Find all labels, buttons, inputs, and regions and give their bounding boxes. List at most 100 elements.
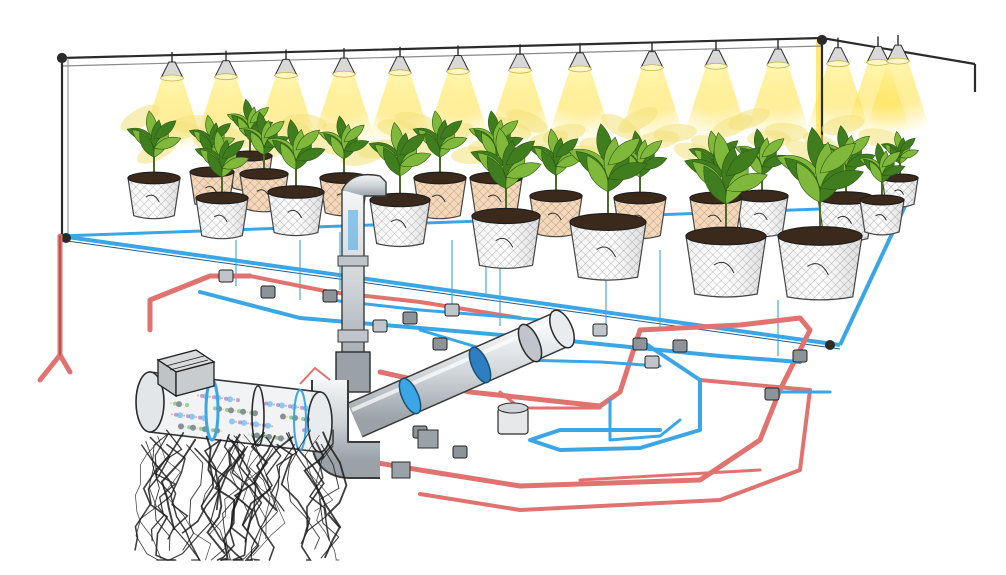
solution-particle: [222, 408, 224, 411]
inline-valve: [218, 269, 234, 283]
solution-particle: [248, 433, 250, 436]
solution-particle: [190, 424, 196, 431]
visible-root: [707, 214, 722, 223]
leaf: [139, 131, 155, 158]
leaf: [295, 147, 326, 162]
pot-mesh: [686, 236, 766, 297]
root-strand: [322, 431, 348, 559]
root-strand: [215, 448, 247, 511]
visible-root: [547, 212, 562, 221]
solution-particle: [173, 401, 177, 406]
leaf: [725, 147, 761, 177]
solution-particle: [187, 425, 191, 430]
inline-valve: [402, 311, 418, 325]
solution-particle: [252, 410, 258, 417]
light-column: [816, 40, 822, 190]
background-foliage: [858, 128, 902, 148]
solution-particle: [240, 408, 246, 415]
inline-valve: [632, 337, 648, 351]
root-strand: [242, 436, 282, 526]
solution-particle: [170, 402, 172, 405]
solution-particle: [241, 419, 247, 426]
visible-root: [205, 186, 217, 193]
visible-root: [495, 237, 514, 248]
light-beam: [546, 68, 614, 143]
solution-particle: [236, 398, 240, 403]
solution-particle: [227, 396, 233, 403]
solution-particle: [273, 403, 275, 406]
root-strand: [140, 444, 189, 540]
background-foliage: [764, 122, 808, 142]
net-pot: [127, 171, 181, 220]
solution-particle: [285, 404, 287, 407]
solution-particle: [178, 423, 184, 430]
leaf: [639, 156, 668, 170]
root-strand: [296, 447, 325, 561]
pot-mesh: [370, 200, 430, 247]
solution-particle: [253, 421, 259, 428]
visible-root: [596, 246, 617, 258]
lamp-bulb: [766, 61, 790, 69]
solution-particle: [211, 428, 215, 433]
leaf: [439, 136, 468, 150]
leaf: [819, 142, 856, 174]
solution-particle: [224, 396, 228, 401]
pot-soil: [529, 189, 583, 203]
lamp-bulb: [274, 72, 298, 79]
pot-soil: [195, 191, 249, 205]
root-strand: [245, 434, 286, 557]
frame-joint: [61, 233, 71, 243]
lamp-bulb: [214, 73, 238, 81]
solution-particle: [199, 426, 203, 431]
solution-particle: [196, 427, 198, 430]
inline-valve: [372, 319, 388, 333]
solution-particle: [278, 435, 284, 442]
background-foliage: [618, 106, 658, 134]
net-pot: [685, 226, 767, 298]
solution-particle: [182, 403, 184, 406]
root-strand: [250, 444, 295, 561]
leaf: [607, 137, 641, 166]
root-strand: [288, 432, 328, 544]
pot-soil: [569, 213, 647, 231]
root-strand: [303, 441, 342, 529]
root-strand: [134, 436, 171, 551]
solution-particle: [254, 432, 260, 439]
leaf: [881, 151, 901, 168]
inline-valve: [452, 445, 468, 459]
solution-particle: [220, 430, 222, 433]
solution-particle: [286, 416, 288, 419]
root-system: [134, 429, 348, 561]
leaf: [505, 162, 542, 179]
pot-soil: [685, 226, 767, 246]
net-pot: [267, 185, 325, 237]
pot-soil: [413, 171, 467, 185]
leaf: [221, 156, 250, 170]
pot-soil: [735, 189, 789, 203]
leaf: [330, 135, 345, 160]
leaf: [541, 149, 557, 176]
solution-particle: [189, 413, 195, 420]
solution-particle: [267, 401, 273, 407]
solution-particle: [297, 406, 299, 409]
nutrient-solution: [169, 391, 311, 442]
lamp-bulb: [446, 68, 470, 75]
root-strand: [166, 443, 201, 561]
visible-root: [213, 214, 228, 223]
leaf: [399, 133, 426, 156]
visible-root: [487, 194, 502, 203]
root-strand: [182, 444, 204, 551]
solution-particle: [247, 422, 249, 425]
solution-particle: [185, 403, 189, 408]
pot-mesh: [128, 178, 180, 219]
solution-particle: [221, 397, 223, 400]
pot-mesh: [570, 222, 646, 281]
visible-root: [390, 219, 407, 228]
leaf: [399, 152, 432, 168]
leaf: [207, 151, 223, 178]
root-strand: [270, 432, 298, 512]
lamp-bulb: [568, 65, 592, 73]
background-foliage: [653, 123, 697, 143]
leaf: [263, 120, 285, 139]
leaf: [761, 138, 785, 158]
